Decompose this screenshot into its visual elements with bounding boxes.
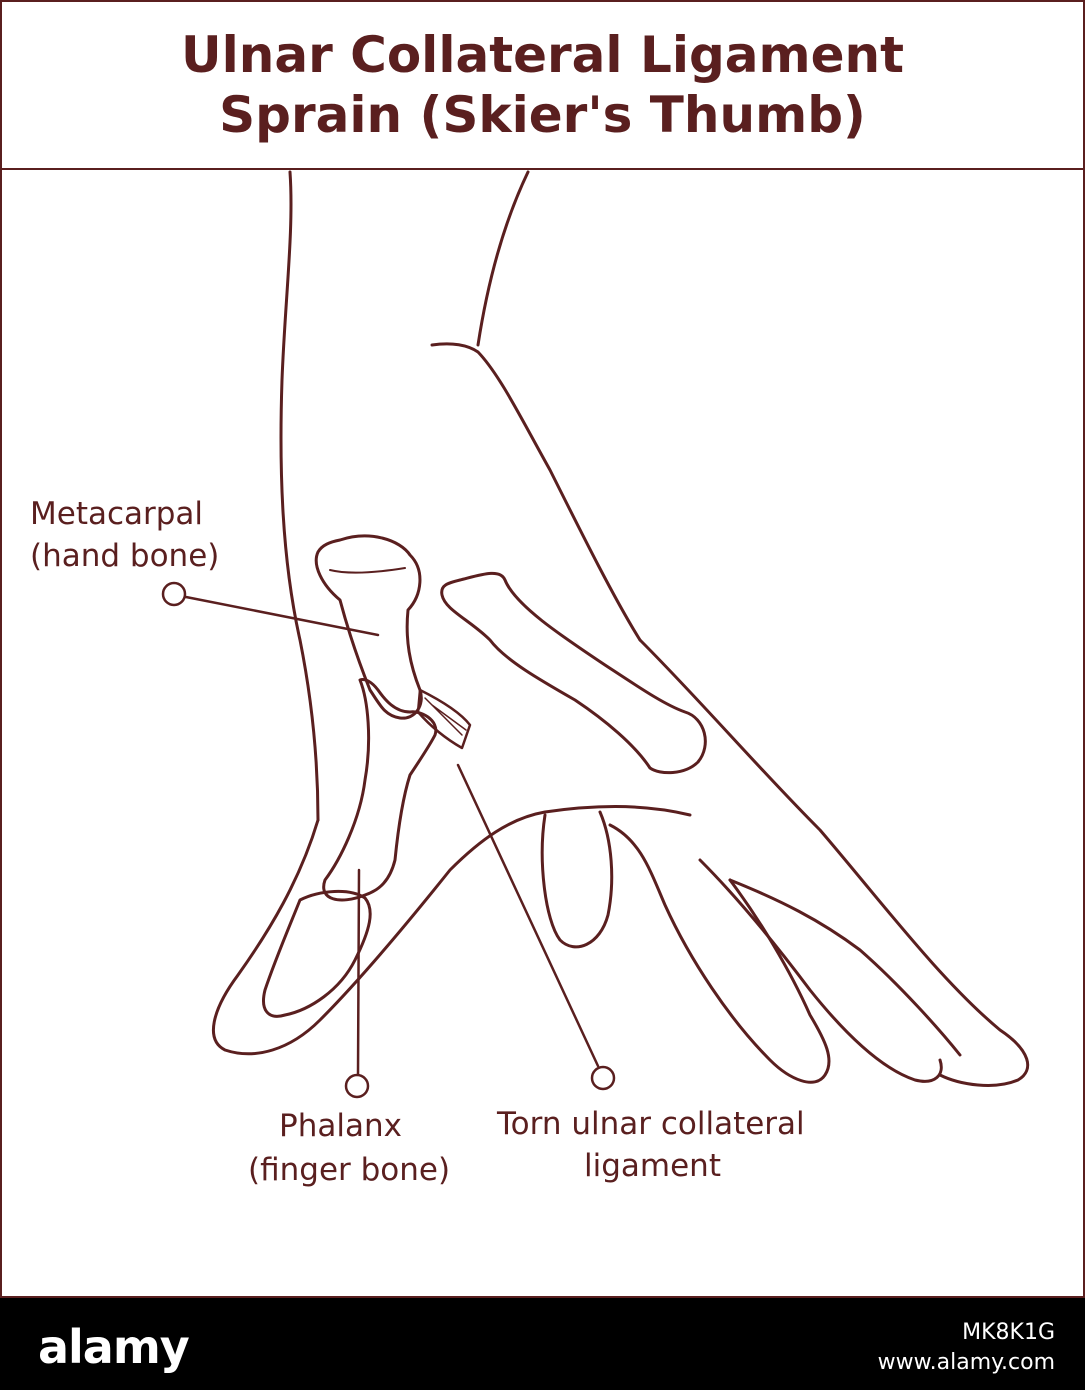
title-line-2: Sprain (Skier's Thumb) [219, 86, 866, 144]
phalanx-label-line-1: Phalanx [279, 1108, 402, 1144]
metacarpal-leader [184, 595, 380, 637]
ligament-leader [456, 763, 600, 1068]
phalanx-leader-dot [344, 1073, 370, 1099]
wrist-crease [430, 342, 642, 642]
ligament-leader-dot [590, 1065, 616, 1091]
ligament-label-line-1: Torn ulnar collateral [497, 1106, 805, 1142]
footer-url: www.alamy.com [877, 1350, 1055, 1375]
index-metacarpal-bone [440, 571, 707, 775]
finger-1 [540, 810, 614, 949]
hand-illustration [161, 170, 1030, 1099]
metacarpal-leader-dot [161, 581, 187, 607]
wrist-right-edge [476, 170, 530, 347]
alamy-logo: alamy [38, 1320, 190, 1374]
metacarpal-label-line-1: Metacarpal [30, 496, 204, 532]
watermark-footer: alamy MK8K1G www.alamy.com [0, 1298, 1085, 1390]
torn-ligament [416, 688, 472, 750]
phalanx-leader [356, 868, 361, 1077]
metacarpal-label-line-2: (hand bone) [30, 538, 220, 574]
phalanx-bone [322, 678, 438, 902]
ligament-label-line-2: ligament [584, 1148, 721, 1184]
wrist-left-edge [279, 170, 320, 822]
thumb-outline [211, 805, 692, 1056]
finger-4 [728, 878, 962, 1057]
finger-3 [698, 858, 943, 1083]
phalanx-label-line-2: (finger bone) [248, 1152, 451, 1188]
distal-phalanx-bone [262, 889, 372, 1018]
image-id: MK8K1G [962, 1320, 1055, 1345]
title-box: Ulnar Collateral Ligament Sprain (Skier'… [2, 2, 1083, 170]
hand-back-edge [638, 638, 1030, 1087]
metacarpal-bone [314, 534, 423, 720]
title-line-1: Ulnar Collateral Ligament [181, 26, 904, 84]
diagram-frame: Ulnar Collateral Ligament Sprain (Skier'… [0, 0, 1085, 1298]
finger-2 [608, 823, 831, 1084]
